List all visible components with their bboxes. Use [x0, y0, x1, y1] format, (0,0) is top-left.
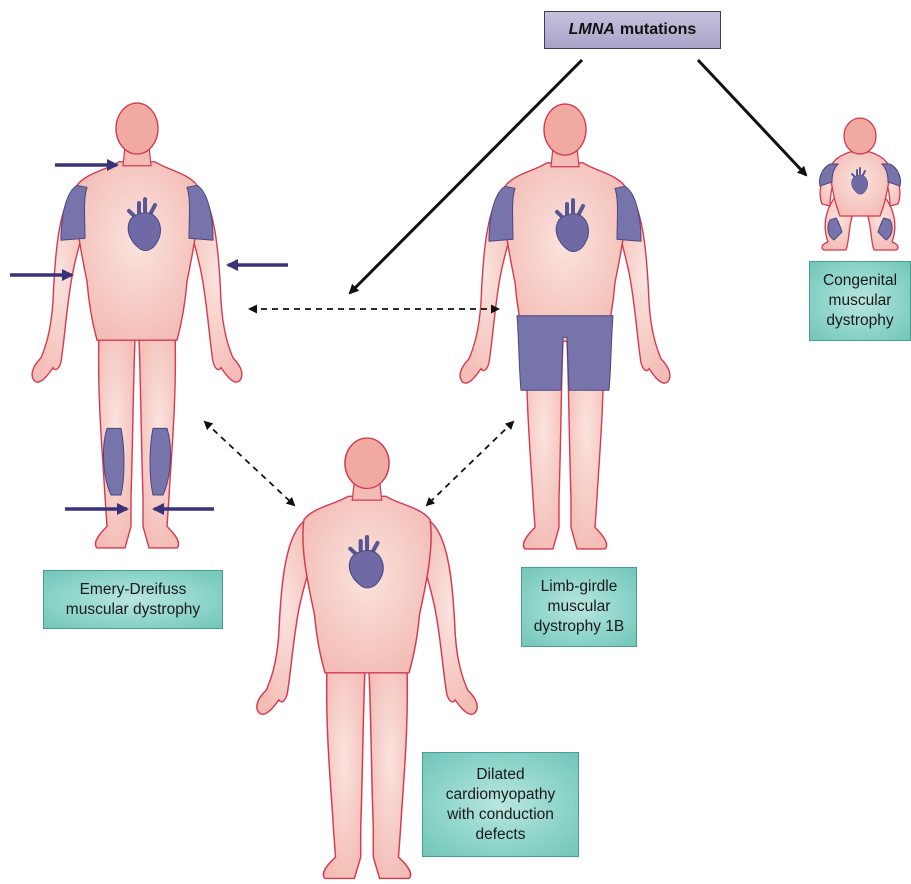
label-limb-girdle: Limb-girdle muscular dystrophy 1B	[521, 567, 637, 647]
label-limb-girdle-text: Limb-girdle muscular dystrophy 1B	[534, 577, 624, 637]
gene-suffix: mutations	[620, 21, 696, 39]
gene-name: LMNA	[569, 21, 615, 39]
label-dilated-text: Dilated cardiomyopathy with conduction d…	[446, 765, 555, 845]
figure-congenital	[819, 118, 900, 250]
figure-emery-dreifuss	[32, 103, 242, 548]
label-dilated-cardiomyopathy: Dilated cardiomyopathy with conduction d…	[422, 752, 579, 857]
figure-limb-girdle	[460, 104, 670, 549]
label-emery-dreifuss: Emery-Dreifuss muscular dystrophy	[43, 570, 223, 629]
label-congenital-text: Congenital muscular dystrophy	[823, 271, 897, 331]
label-emery-dreifuss-text: Emery-Dreifuss muscular dystrophy	[66, 580, 200, 620]
lmna-mutations-title: LMNA mutations	[544, 11, 721, 49]
label-congenital: Congenital muscular dystrophy	[809, 261, 911, 341]
